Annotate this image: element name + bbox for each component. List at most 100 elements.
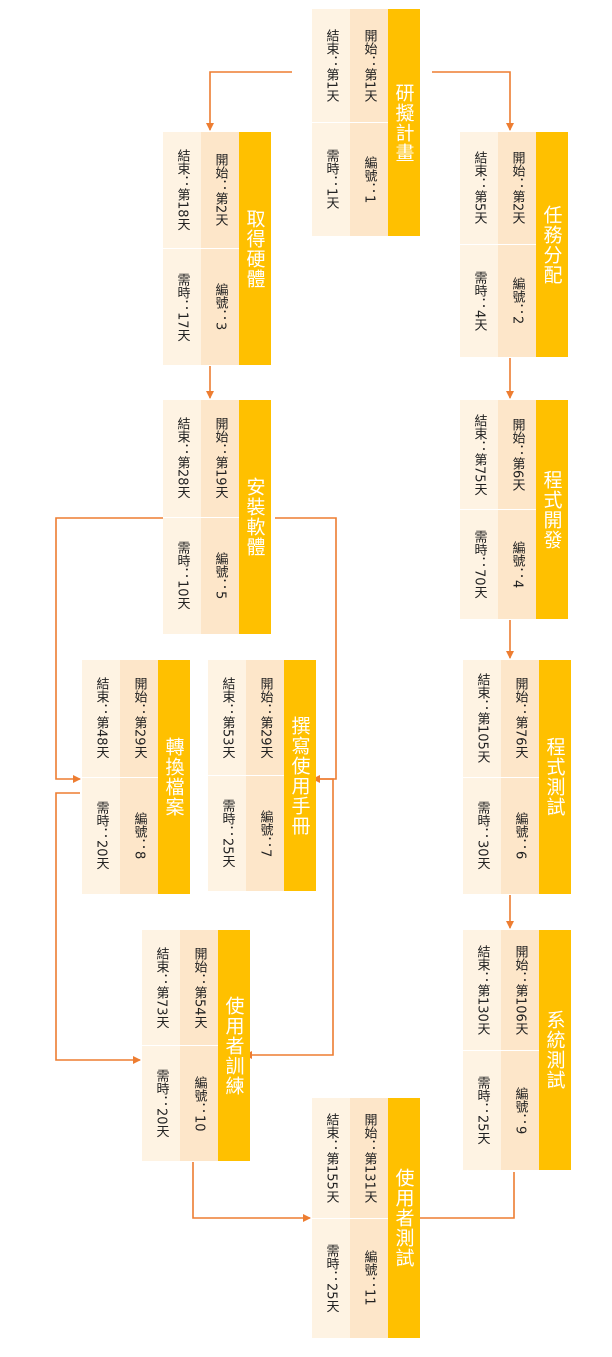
duration-label: 需時：: [153, 1069, 169, 1109]
id-label: 編號：: [212, 552, 228, 592]
task-node-11[interactable]: 使用者測試 開始：第131天 編號：11 結束：第155天 需時：25天: [312, 1098, 420, 1338]
id-value: 7: [257, 848, 273, 858]
task-name: 使用者訓練: [218, 930, 250, 1161]
task-name: 系統測試: [539, 930, 571, 1170]
arrow-5-to-8: [55, 517, 163, 783]
start-value: 第2天: [212, 192, 228, 227]
start-label: 開始：: [509, 151, 525, 191]
id-label: 編號：: [509, 277, 525, 317]
start-label: 開始：: [361, 28, 377, 68]
arrow-9-to-11: [412, 1172, 515, 1222]
start-label: 開始：: [257, 676, 273, 716]
id-label: 編號：: [361, 155, 377, 195]
end-label: 結束：: [93, 677, 109, 717]
start-value: 第19天: [212, 456, 228, 500]
start-label: 開始：: [509, 417, 525, 457]
start-label: 開始：: [191, 946, 207, 986]
id-value: 6: [512, 851, 528, 860]
end-value: 第105天: [474, 712, 490, 764]
task-name: 程式測試: [539, 660, 571, 894]
task-node-7[interactable]: 撰寫使用手冊 開始：第29天 編號：7 結束：第53天 需時：25天: [208, 660, 316, 891]
start-label: 開始：: [131, 677, 147, 717]
end-label: 結束：: [474, 944, 490, 984]
end-label: 結束：: [219, 676, 235, 716]
task-node-4[interactable]: 程式開發 開始：第6天 編號：4 結束：第75天 需時：70天: [460, 400, 568, 619]
end-value: 第1天: [323, 67, 339, 103]
duration-value: 25天: [219, 838, 235, 868]
duration-value: 10天: [174, 580, 190, 611]
id-value: 3: [212, 322, 228, 331]
end-value: 第5天: [471, 190, 487, 225]
start-label: 開始：: [512, 677, 528, 717]
task-name: 撰寫使用手冊: [284, 660, 316, 891]
end-value: 第53天: [219, 715, 235, 759]
end-value: 第18天: [174, 188, 190, 231]
start-value: 第29天: [131, 716, 147, 760]
id-label: 編號：: [257, 809, 273, 849]
duration-value: 4天: [471, 309, 487, 332]
id-value: 11: [361, 1289, 377, 1307]
end-value: 第75天: [471, 452, 487, 496]
end-label: 結束：: [323, 1112, 339, 1152]
task-name: 轉換檔案: [158, 660, 190, 894]
id-value: 1: [361, 194, 377, 204]
duration-value: 17天: [174, 311, 190, 342]
duration-label: 需時：: [323, 149, 339, 189]
arrow-10-to-11: [192, 1162, 311, 1222]
arrow-1-to-3: [206, 71, 292, 131]
duration-value: 20天: [153, 1108, 169, 1138]
task-node-6[interactable]: 程式測試 開始：第76天 編號：6 結束：第105天 需時：30天: [463, 660, 571, 894]
task-node-2[interactable]: 任務分配 開始：第2天 編號：2 結束：第5天 需時：4天: [460, 132, 568, 357]
task-name: 程式開發: [536, 400, 568, 619]
task-name: 取得硬體: [239, 132, 271, 365]
duration-label: 需時：: [471, 530, 487, 570]
start-value: 第2天: [509, 190, 525, 225]
start-value: 第131天: [361, 1151, 377, 1203]
start-value: 第29天: [257, 715, 273, 759]
start-value: 第6天: [509, 456, 525, 492]
duration-value: 70天: [471, 569, 487, 599]
task-node-1[interactable]: 研擬計畫 開始：第1天 編號：1 結束：第1天 需時：1天: [312, 9, 420, 236]
id-value: 10: [191, 1114, 207, 1132]
start-value: 第106天: [512, 983, 528, 1035]
end-label: 結束：: [471, 413, 487, 453]
task-node-8[interactable]: 轉換檔案 開始：第29天 編號：8 結束：第48天 需時：20天: [82, 660, 190, 894]
id-value: 4: [509, 579, 525, 589]
id-value: 9: [512, 1125, 528, 1134]
start-label: 開始：: [512, 944, 528, 984]
task-name: 安裝軟體: [239, 400, 271, 634]
task-node-3[interactable]: 取得硬體 開始：第2天 編號：3 結束：第18天 需時：17天: [163, 132, 271, 365]
end-value: 第28天: [174, 456, 190, 500]
start-label: 開始：: [212, 417, 228, 457]
end-value: 第155天: [323, 1151, 339, 1203]
id-label: 編號：: [512, 812, 528, 852]
task-node-9[interactable]: 系統測試 開始：第106天 編號：9 結束：第130天 需時：25天: [463, 930, 571, 1170]
end-value: 第130天: [474, 983, 490, 1035]
duration-label: 需時：: [323, 1243, 339, 1283]
id-value: 2: [509, 316, 525, 325]
id-value: 8: [131, 851, 147, 860]
duration-label: 需時：: [93, 801, 109, 841]
end-label: 結束：: [174, 149, 190, 189]
id-label: 編號：: [509, 540, 525, 580]
end-label: 結束：: [174, 417, 190, 457]
duration-value: 25天: [474, 1114, 490, 1145]
task-node-10[interactable]: 使用者訓練 開始：第54天 編號：10 結束：第73天 需時：20天: [142, 930, 250, 1161]
arrow-8-to-10: [55, 792, 141, 1064]
task-node-5[interactable]: 安裝軟體 開始：第19天 編號：5 結束：第28天 需時：10天: [163, 400, 271, 634]
task-name: 使用者測試: [388, 1098, 420, 1338]
duration-label: 需時：: [174, 272, 190, 312]
end-label: 結束：: [474, 673, 490, 713]
start-value: 第54天: [191, 985, 207, 1029]
id-label: 編號：: [191, 1075, 207, 1115]
duration-value: 25天: [323, 1282, 339, 1313]
end-value: 第48天: [93, 716, 109, 760]
end-label: 結束：: [471, 151, 487, 191]
start-value: 第76天: [512, 716, 528, 760]
start-label: 開始：: [361, 1112, 377, 1152]
start-label: 開始：: [212, 153, 228, 193]
arrow-1-to-2: [432, 71, 514, 131]
end-label: 結束：: [323, 28, 339, 68]
duration-value: 30天: [474, 840, 490, 871]
